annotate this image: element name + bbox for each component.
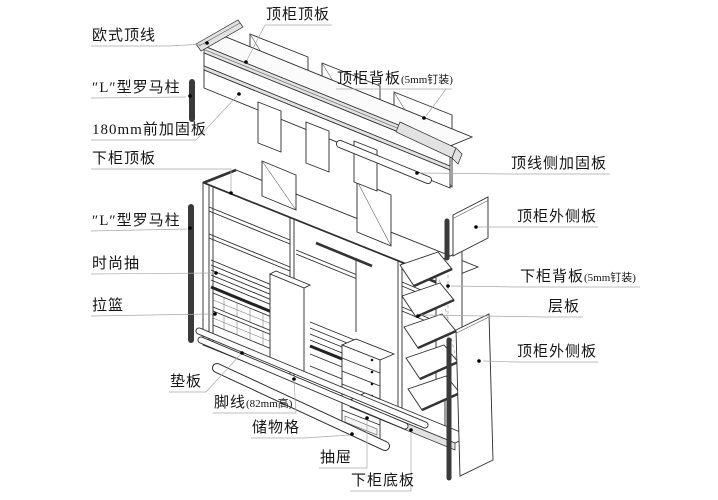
leader-top-cabinet-back [336, 88, 452, 117]
label-note: (5mm钉装) [584, 272, 636, 284]
anchor-dot [446, 284, 450, 288]
label-text: 顶柜背板 [337, 71, 402, 87]
leader-skirting [213, 380, 297, 414]
label-text: 储物格 [252, 420, 301, 436]
anchor-dot [422, 116, 426, 120]
anchor-dot [205, 41, 209, 45]
label-roman-column-lower: ″L″型罗马柱 [92, 213, 181, 230]
shelf-line [208, 206, 291, 272]
leader-crown-molding [91, 43, 206, 47]
label-top-cabinet-back: 顶柜背板(5mm钉装) [337, 71, 453, 89]
label-top-cabinet-side-lower: 顶柜外侧板 [517, 344, 597, 361]
label-storage-grid: 储物格 [252, 420, 300, 437]
top-cabinet-side-panel-upper-shape [452, 196, 489, 257]
label-front-reinforcement: 180mm前加固板 [92, 122, 207, 139]
label-text: 时尚抽 [92, 256, 141, 272]
label-pad-board: 垫板 [170, 374, 202, 391]
anchor-dot [188, 226, 192, 230]
anchor-dots [188, 41, 481, 436]
label-text: 欧式顶线 [92, 28, 157, 44]
label-text: 顶线侧加固板 [511, 156, 608, 172]
label-roman-column-upper: ″L″型罗马柱 [92, 80, 181, 97]
anchor-dot [474, 225, 478, 229]
label-text: ″L″型罗马柱 [92, 213, 181, 229]
label-text: 垫板 [170, 374, 203, 390]
leader-lower-cabinet-bottom [350, 432, 412, 492]
leader-drawer [319, 420, 368, 469]
leader-lower-cabinet-back [450, 285, 640, 288]
anchor-dot [237, 92, 241, 96]
anchor-dot [244, 60, 248, 64]
label-skirting: 脚线(82mm高) [214, 395, 292, 413]
leader-roman-column-lower [90, 228, 188, 232]
lower-cabinet-assembly [188, 160, 494, 481]
anchor-dot [188, 94, 192, 98]
label-top-cabinet-top: 顶柜顶板 [266, 7, 330, 24]
cabinet-divider [397, 261, 403, 425]
crown-molding-right-return [395, 121, 463, 165]
label-drawer: 抽屉 [320, 450, 352, 467]
label-text: 层板 [548, 299, 581, 315]
leader-lower-cabinet-top [91, 168, 232, 191]
anchor-dot [214, 271, 218, 275]
leader-pull-basket [90, 313, 214, 317]
label-text: 下柜背板 [520, 269, 585, 285]
label-note: (5mm钉装) [401, 74, 453, 86]
label-text: 顶柜顶板 [266, 7, 331, 23]
anchor-dot [292, 377, 296, 381]
anchor-dot [365, 416, 369, 420]
label-lower-cabinet-top: 下柜顶板 [92, 151, 156, 168]
label-text: 下柜顶板 [92, 151, 157, 167]
leader-crown-side-reinforcement [419, 172, 610, 175]
anchor-dot [213, 312, 217, 316]
leader-top-cabinet-side-lower [482, 360, 598, 363]
label-crown-side-reinforcement: 顶线侧加固板 [511, 156, 607, 173]
leader-top-cabinet-top [246, 24, 332, 61]
top-cabinet-assembly [189, 19, 489, 261]
anchor-dot [350, 432, 354, 436]
label-text: 下柜底板 [351, 473, 416, 489]
label-pull-basket: 拉篮 [92, 298, 124, 315]
label-text: ″L″型罗马柱 [92, 80, 181, 96]
anchor-dot [415, 171, 419, 175]
top-cabinet-side-panel-lower-shape [455, 313, 494, 477]
label-note: (82mm高) [246, 398, 293, 410]
label-text: 拉篮 [92, 298, 125, 314]
label-text: 抽屉 [320, 450, 353, 466]
anchor-dot [409, 428, 413, 432]
label-fashion-drawer: 时尚抽 [92, 256, 140, 273]
label-lower-cabinet-back: 下柜背板(5mm钉装) [520, 269, 636, 287]
leader-storage-grid [251, 434, 351, 439]
anchor-dot [240, 351, 244, 355]
leader-lines [90, 24, 640, 492]
storage-cell [344, 415, 378, 436]
leader-roman-column-upper [90, 96, 187, 99]
label-text: 脚线 [214, 395, 247, 411]
leader-fashion-drawer [90, 272, 215, 275]
leader-shelf-board [420, 314, 583, 318]
label-text: 顶柜外侧板 [517, 344, 598, 360]
leader-pad-board [169, 354, 241, 393]
label-crown-molding: 欧式顶线 [92, 28, 156, 45]
label-text: 顶柜外侧板 [517, 209, 598, 225]
label-text: 180mm前加固板 [92, 122, 207, 138]
label-shelf-board: 层板 [548, 299, 580, 316]
label-lower-cabinet-bottom: 下柜底板 [351, 473, 415, 490]
leader-front-reinforcement [91, 95, 238, 141]
shelf-edge [315, 241, 373, 268]
front-reinforcement-band [203, 69, 451, 189]
anchor-dot [229, 191, 233, 195]
anchor-dot [416, 314, 420, 318]
anchor-dot [477, 359, 481, 363]
label-top-cabinet-side-upper: 顶柜外侧板 [517, 209, 597, 226]
